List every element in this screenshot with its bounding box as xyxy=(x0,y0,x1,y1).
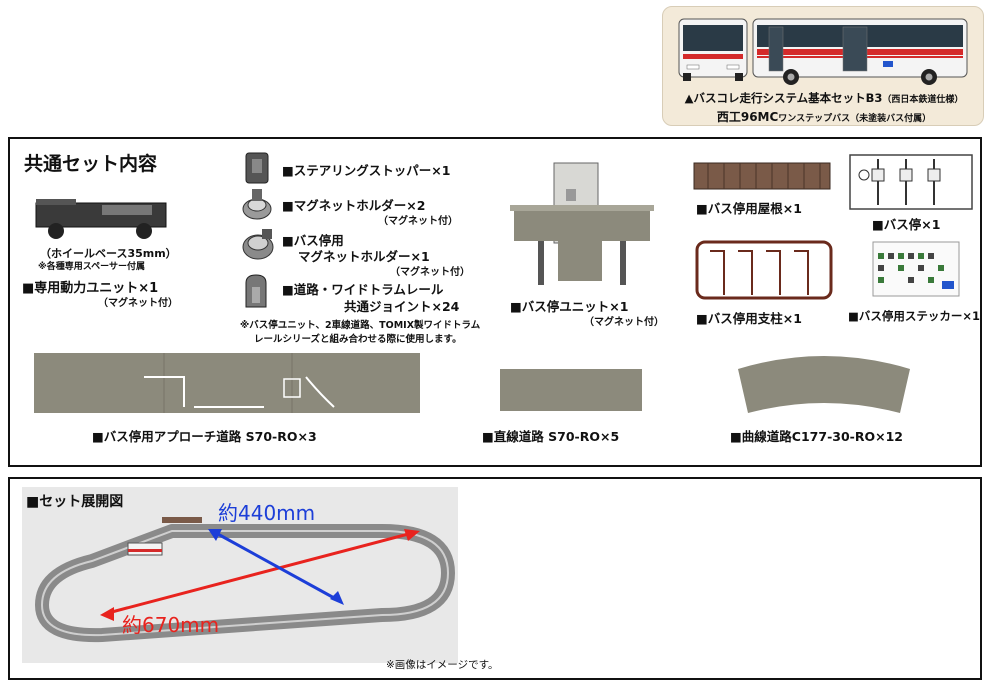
straight-road-label: ■直線道路 S70-RO×5 xyxy=(482,429,620,444)
layout-title: ■セット展開図 xyxy=(26,491,124,511)
bus-image xyxy=(678,18,968,85)
steering-stopper-image xyxy=(245,152,269,184)
magnet-holder-sub: （マグネット付） xyxy=(378,216,458,227)
power-unit-label: ■専用動力ユニット×1 xyxy=(22,281,159,296)
layout-panel: ■セット展開図 約440mm 約670mm ※画像はイメージです。 xyxy=(8,477,982,680)
oval-track-image xyxy=(22,487,458,663)
busstop-unit-sub: （マグネット付） xyxy=(584,317,664,328)
sticker-label: ■バス停用ステッカー×1 xyxy=(848,309,981,323)
busstop-holder-line1: ■バス停用 xyxy=(282,233,344,248)
bus-model: 西工96MC xyxy=(716,110,779,124)
joint-note-line1: ※バス停ユニット、2車線道路、TOMIX製ワイドトラム xyxy=(240,320,481,331)
busstop-magnet-holder-image xyxy=(242,229,274,260)
width-dimension-label: 約440mm xyxy=(218,501,316,525)
straight-road-image xyxy=(500,369,642,411)
approach-road-label: ■バス停用アプローチ道路 S70-RO×3 xyxy=(92,429,317,444)
approach-road-image xyxy=(34,353,420,413)
layout-photo: ■セット展開図 約440mm 約670mm xyxy=(22,487,458,663)
wheelbase-text: （ホイールベース35mm） xyxy=(40,247,177,260)
power-unit-sub: （マグネット付） xyxy=(98,298,178,309)
curve-road-image xyxy=(738,356,910,413)
busstop-pillar-label: ■バス停用支柱×1 xyxy=(696,311,802,326)
length-dimension-label: 約670mm xyxy=(122,613,220,637)
bus-type: ワンステップバス xyxy=(778,114,851,124)
busstop-holder-line2: マグネットホルダー×1 xyxy=(298,249,430,264)
product-caption-line1: ▲バスコレ走行システム基本セットB3（西日本鉄道仕様） xyxy=(671,90,977,106)
curve-road-label: ■曲線道路C177-30-RO×12 xyxy=(730,429,903,444)
sticker-sheet-image xyxy=(872,241,960,297)
busstop-label: ■バス停×1 xyxy=(872,217,941,232)
joint-line2: 共通ジョイント×24 xyxy=(344,299,460,314)
product-caption-line2: 西工96MCワンステップバス（未塗装バス付属） xyxy=(671,108,977,125)
common-set-panel: 共通セット内容 （ホイールベース35mm） ※各種専用スペーサー付属 ■専用動力… xyxy=(8,137,982,467)
magnet-holder-label: ■マグネットホルダー×2 xyxy=(282,198,426,213)
bus-note: （未塗装バス付属） xyxy=(850,114,932,124)
steering-stopper-label: ■ステアリングストッパー×1 xyxy=(282,163,451,178)
joint-line1: ■道路・ワイドトラムレール xyxy=(282,282,444,297)
image-note: ※画像はイメージです。 xyxy=(386,659,499,671)
busstop-unit-image xyxy=(510,162,654,285)
product-variant-note: （西日本鉄道仕様） xyxy=(882,95,964,105)
busstop-sprue-image xyxy=(849,154,973,210)
joint-image xyxy=(245,274,267,308)
magnet-holder-image xyxy=(242,189,272,220)
busstop-pillar-image xyxy=(695,240,833,300)
common-set-title: 共通セット内容 xyxy=(24,153,158,175)
power-unit-image xyxy=(35,199,167,239)
busstop-holder-sub: （マグネット付） xyxy=(390,267,470,278)
busstop-roof-label: ■バス停用屋根×1 xyxy=(696,201,802,216)
spacer-note: ※各種専用スペーサー付属 xyxy=(38,262,145,272)
joint-note-line2: レールシリーズと組み合わせる際に使用します。 xyxy=(254,334,462,345)
product-name: ▲バスコレ走行システム基本セットB3 xyxy=(684,91,883,105)
busstop-unit-label: ■バス停ユニット×1 xyxy=(510,299,629,314)
product-box: ▲バスコレ走行システム基本セットB3（西日本鉄道仕様） 西工96MCワンステップ… xyxy=(662,6,984,126)
busstop-roof-image xyxy=(693,162,831,190)
